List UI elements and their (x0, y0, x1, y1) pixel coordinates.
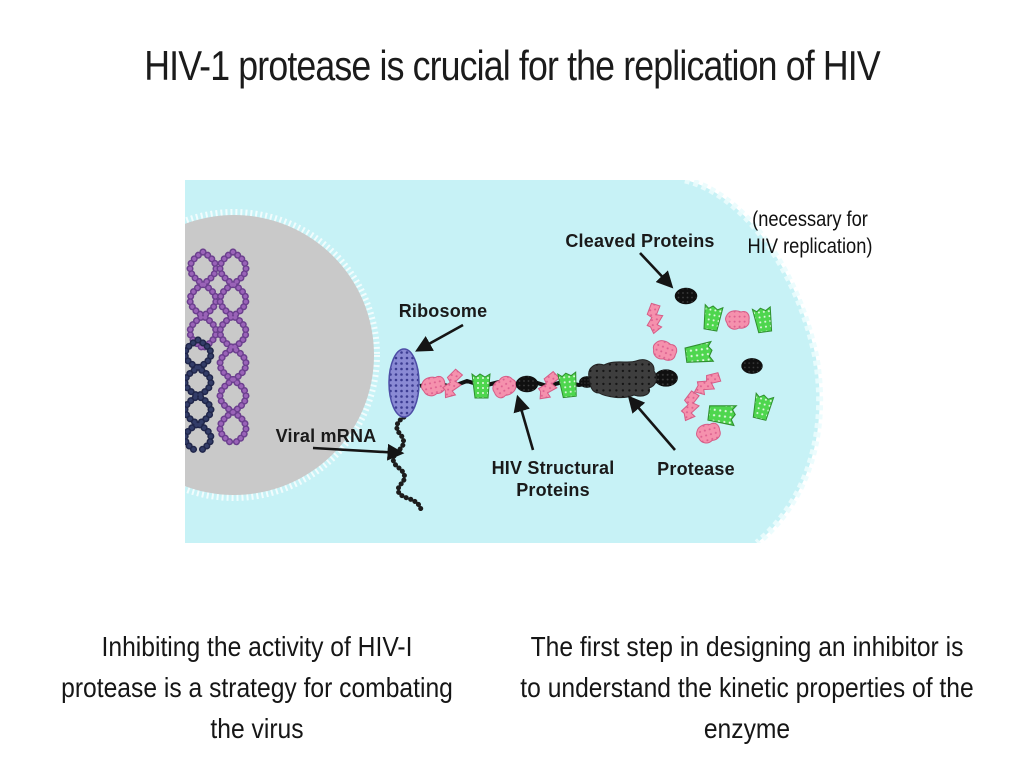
cell-membrane-edge (684, 180, 823, 543)
label-cleaved-proteins: Cleaved Proteins (565, 231, 714, 251)
necessary-for-replication-note: (necessary for HIV replication) (723, 206, 897, 260)
bullet-text-left: Inhibiting the activity of HIV-I proteas… (61, 631, 453, 744)
dna-helix-navy (185, 336, 215, 456)
hiv-replication-diagram: Cleaved Proteins Ribosome Viral mRNA HIV… (185, 180, 823, 543)
note-line-1: (necessary for (752, 208, 868, 231)
viral-mrna-strand (390, 414, 424, 513)
arrow-viral-mrna (312, 443, 405, 461)
protease-blob (588, 359, 657, 399)
slide-title: HIV-1 protease is crucial for the replic… (144, 42, 880, 89)
note-line-2: HIV replication) (747, 235, 873, 258)
black-protein (654, 369, 678, 387)
green-protein (471, 373, 491, 399)
nucleus-membrane-edge (185, 209, 380, 501)
arrow-ribosome (415, 323, 464, 352)
black-fragment (674, 287, 698, 305)
label-ribosome: Ribosome (399, 301, 488, 321)
label-hiv-structural-line1: HIV Structural (492, 458, 615, 478)
bullet-text-right: The first step in designing an inhibitor… (520, 631, 974, 744)
black-fragment (741, 358, 763, 374)
label-viral-mrna: Viral mRNA (276, 426, 377, 446)
black-protein (515, 375, 539, 393)
dna-helix-right (216, 248, 250, 448)
label-hiv-structural-line2: Proteins (516, 480, 590, 500)
ribosome-shape (388, 348, 420, 418)
label-protease: Protease (657, 459, 735, 479)
dna-helix-left (186, 248, 220, 352)
arrow-hiv-structural (513, 394, 535, 451)
pink-fragment (725, 310, 750, 330)
arrow-cleaved-proteins (639, 252, 674, 289)
arrow-protease (627, 395, 676, 451)
